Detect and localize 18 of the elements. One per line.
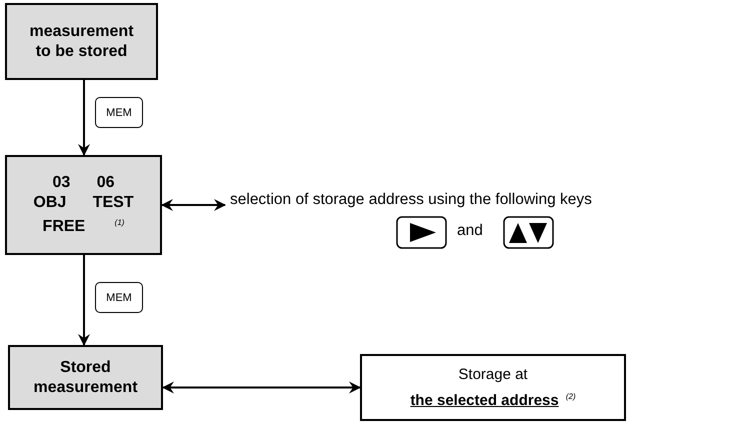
box-text: OBJ TEST — [33, 193, 134, 213]
box-text: 03 06 — [52, 173, 115, 193]
box-text: the selected address $^{(2)}$ — [410, 390, 576, 410]
arrow — [162, 382, 361, 394]
process-box — [8, 345, 163, 410]
box-text: Stored measurement — [32, 358, 139, 398]
connector-word: and — [457, 222, 483, 240]
box-text: measurement to be stored — [28, 22, 135, 62]
result-box — [360, 354, 626, 421]
key-label: MEM — [95, 97, 143, 128]
process-box — [5, 3, 158, 80]
box-text: Storage at — [458, 364, 528, 384]
arrow — [78, 255, 90, 346]
display-box — [5, 155, 162, 255]
instruction-text: selection of storage address using the following keys — [230, 191, 592, 209]
arrow — [161, 199, 226, 211]
arrow — [78, 80, 90, 156]
key-label: MEM — [95, 282, 143, 313]
